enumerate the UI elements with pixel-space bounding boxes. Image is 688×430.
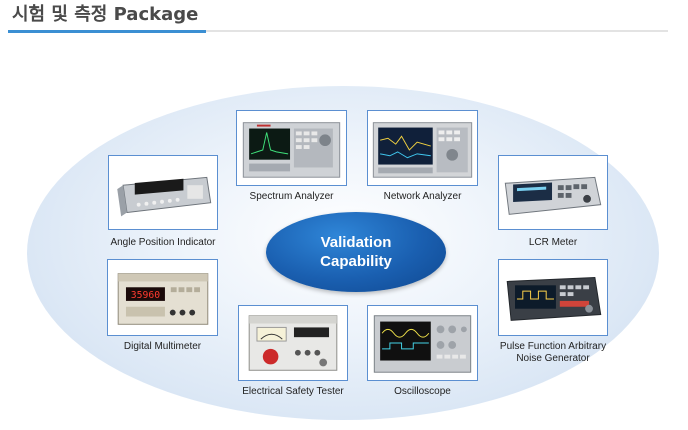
spectrum-analyzer-label: Spectrum Analyzer	[249, 191, 334, 202]
digital-multimeter-label: Digital Multimeter	[123, 341, 202, 352]
oscilloscope-image	[367, 305, 478, 381]
network-analyzer-label: Network Analyzer	[383, 191, 462, 202]
lcr-meter-label: LCR Meter	[528, 237, 578, 248]
pulse-function-generator-label-line2: Noise Generator	[516, 353, 590, 364]
angle-position-indicator-image	[108, 155, 218, 230]
title-divider	[8, 30, 668, 32]
validation-capability-hub: Validation Capability	[266, 212, 446, 292]
lcr-meter-photo	[504, 176, 602, 215]
electrical-safety-tester-label: Electrical Safety Tester	[242, 386, 344, 397]
network-analyzer-photo	[372, 122, 473, 178]
angle-position-indicator-photo	[117, 176, 212, 217]
network-analyzer-image	[367, 110, 478, 186]
spectrum-analyzer-image	[236, 110, 347, 186]
pulse-function-generator-image	[498, 259, 608, 336]
digital-multimeter-photo: 35960	[117, 273, 209, 325]
digital-multimeter-image: 35960	[107, 259, 218, 336]
page-title: 시험 및 측정 Package	[12, 4, 199, 25]
multimeter-reading: 35960	[131, 290, 160, 301]
lcr-meter-image	[498, 155, 608, 230]
electrical-safety-tester-photo	[248, 315, 338, 371]
title-accent-bar	[8, 30, 206, 33]
hub-line-2: Capability	[320, 253, 392, 270]
electrical-safety-tester-image	[238, 305, 348, 381]
oscilloscope-label: Oscilloscope	[394, 386, 451, 397]
angle-position-indicator-label: Angle Position Indicator	[110, 237, 216, 248]
oscilloscope-photo	[373, 315, 472, 373]
hub-line-1: Validation	[320, 234, 392, 251]
pulse-function-generator-photo	[506, 277, 602, 321]
spectrum-analyzer-photo	[242, 122, 341, 178]
pulse-function-generator-label-line1: Pulse Function Arbitrary	[499, 341, 607, 352]
pulse-function-generator-label: Pulse Function Arbitrary Noise Generator	[488, 341, 618, 365]
